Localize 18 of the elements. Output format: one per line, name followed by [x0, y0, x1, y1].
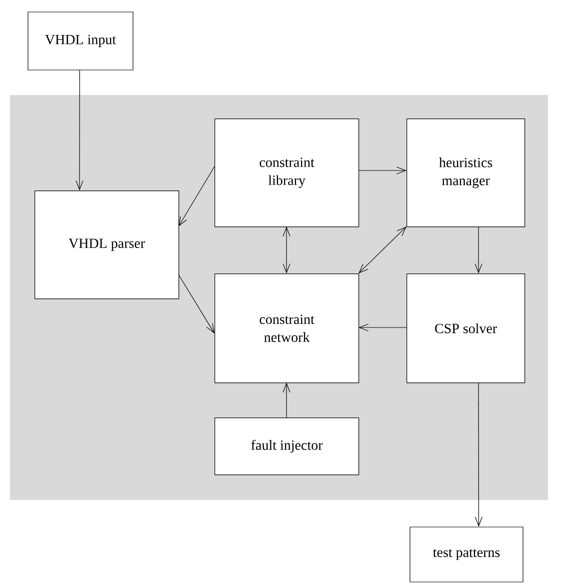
process-box: VHDL input: [28, 12, 134, 70]
arrow: [178, 274, 214, 334]
arrow: [76, 69, 84, 190]
process-box: constraint network: [214, 274, 360, 384]
arrow: [358, 166, 406, 174]
arrow: [474, 226, 482, 274]
process-box: VHDL parser: [34, 190, 180, 300]
arrow: [282, 226, 290, 274]
arrow: [358, 226, 406, 274]
process-box: fault injector: [214, 418, 360, 476]
arrow: [358, 324, 407, 332]
process-box: constraint library: [214, 118, 360, 228]
process-box: heuristics manager: [406, 118, 526, 228]
process-box: CSP solver: [406, 274, 526, 384]
arrow: [178, 166, 215, 226]
arrow: [282, 382, 290, 418]
process-box: test patterns: [410, 526, 524, 582]
arrow: [474, 382, 482, 527]
